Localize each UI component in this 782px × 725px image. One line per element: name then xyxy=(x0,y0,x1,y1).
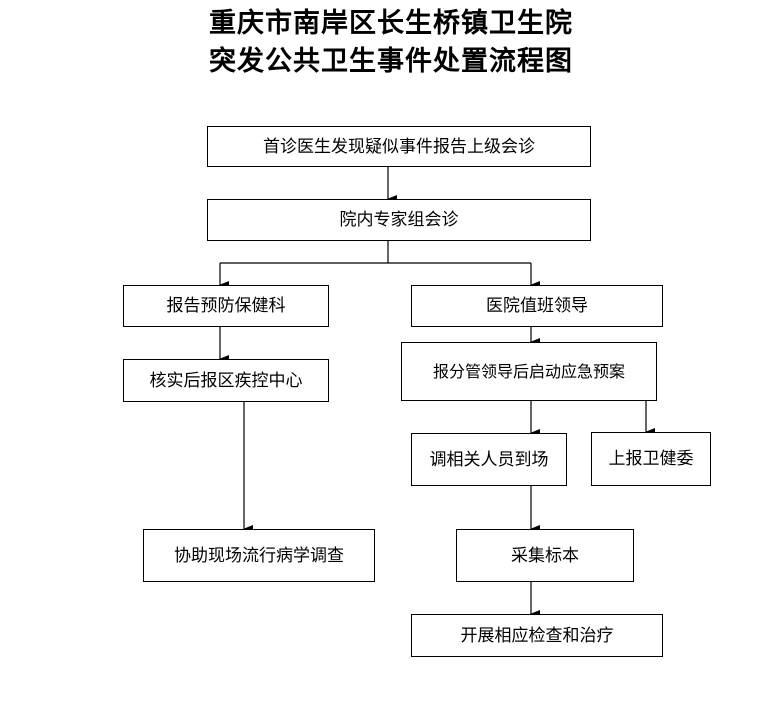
node-assist-investigation: 协助现场流行病学调查 xyxy=(143,529,375,582)
node-verify-report-cdc: 核实后报区疾控中心 xyxy=(123,359,329,402)
node-dispatch-staff: 调相关人员到场 xyxy=(411,433,567,486)
diagram-title-line1: 重庆市南岸区长生桥镇卫生院 xyxy=(209,8,573,39)
node-examination-treatment: 开展相应检查和治疗 xyxy=(411,614,663,657)
node-report-health-committee: 上报卫健委 xyxy=(591,432,711,486)
node-first-doctor-report: 首诊医生发现疑似事件报告上级会诊 xyxy=(207,126,591,167)
diagram-title-line2: 突发公共卫生事件处置流程图 xyxy=(209,46,573,77)
node-hospital-leader: 医院值班领导 xyxy=(411,285,663,327)
node-expert-consultation: 院内专家组会诊 xyxy=(207,199,591,241)
node-report-health-dept: 报告预防保健科 xyxy=(123,285,329,327)
node-report-start-plan: 报分管领导后启动应急预案 xyxy=(401,342,657,401)
node-collect-samples: 采集标本 xyxy=(456,529,634,582)
